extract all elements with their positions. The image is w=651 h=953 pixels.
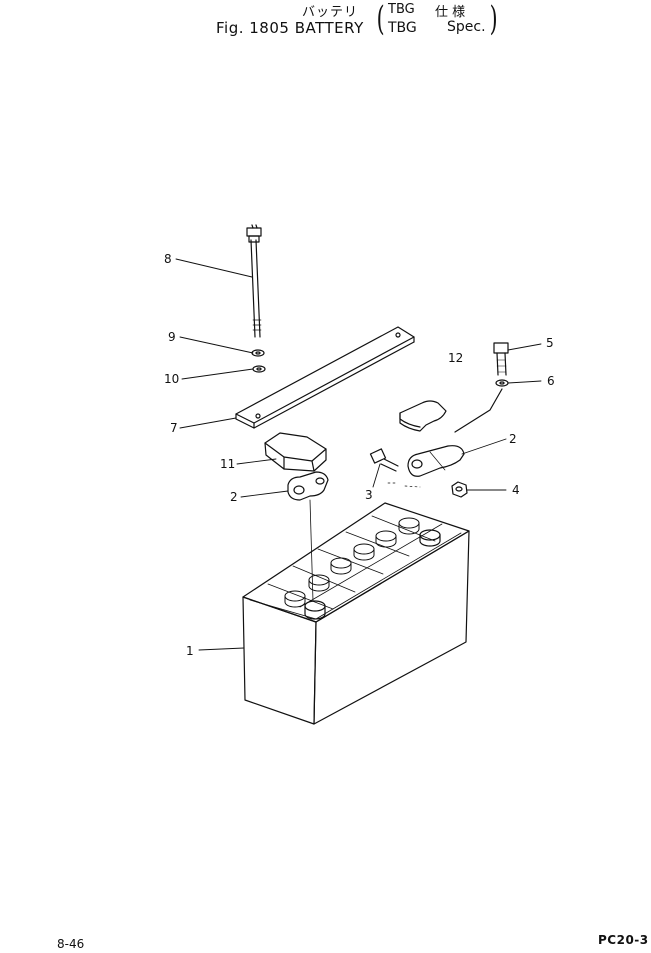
callout-11: 11: [220, 457, 235, 471]
hold-down-bar-drawing: [235, 326, 415, 429]
spec-jp-suffix: 仕 様: [435, 5, 466, 20]
callout-2-left: 2: [230, 490, 238, 504]
terminal-clamp-left-drawing: [287, 471, 329, 501]
callout-4: 4: [512, 483, 520, 497]
battery-drawing: [242, 502, 470, 725]
terminal-clamp-right-drawing: [369, 342, 509, 498]
callout-labels: 1 2 2 3 4 5 6 7 8 9 10 11 12: [164, 252, 555, 658]
open-paren: (: [376, 0, 385, 39]
washer-drawing: [251, 349, 266, 373]
spec-en-code: TBG: [388, 20, 417, 36]
callout-8: 8: [164, 252, 172, 266]
callout-7: 7: [170, 421, 178, 435]
leader-lines: [175, 258, 542, 651]
callout-10: 10: [164, 372, 179, 386]
figure-title: Fig. 1805 BATTERY: [216, 19, 364, 37]
callout-12: 12: [448, 351, 463, 365]
close-paren: ): [489, 0, 498, 39]
callout-3: 3: [365, 488, 373, 502]
terminal-cover-drawing: [264, 432, 327, 472]
callout-6: 6: [547, 374, 555, 388]
callout-9: 9: [168, 330, 176, 344]
spec-jp-code: TBG: [388, 2, 415, 17]
spec-en-suffix: Spec.: [447, 19, 486, 35]
callout-2-right: 2: [509, 432, 517, 446]
callout-5: 5: [546, 336, 554, 350]
rod-bolt-drawing: [246, 224, 262, 338]
model-code: PC20-3: [598, 933, 649, 947]
assembly-line: [309, 499, 314, 602]
page-number: 8-46: [57, 937, 85, 951]
title-japanese: バッテリ: [302, 5, 359, 20]
cell-caps: [284, 517, 420, 608]
callout-1: 1: [186, 644, 194, 658]
